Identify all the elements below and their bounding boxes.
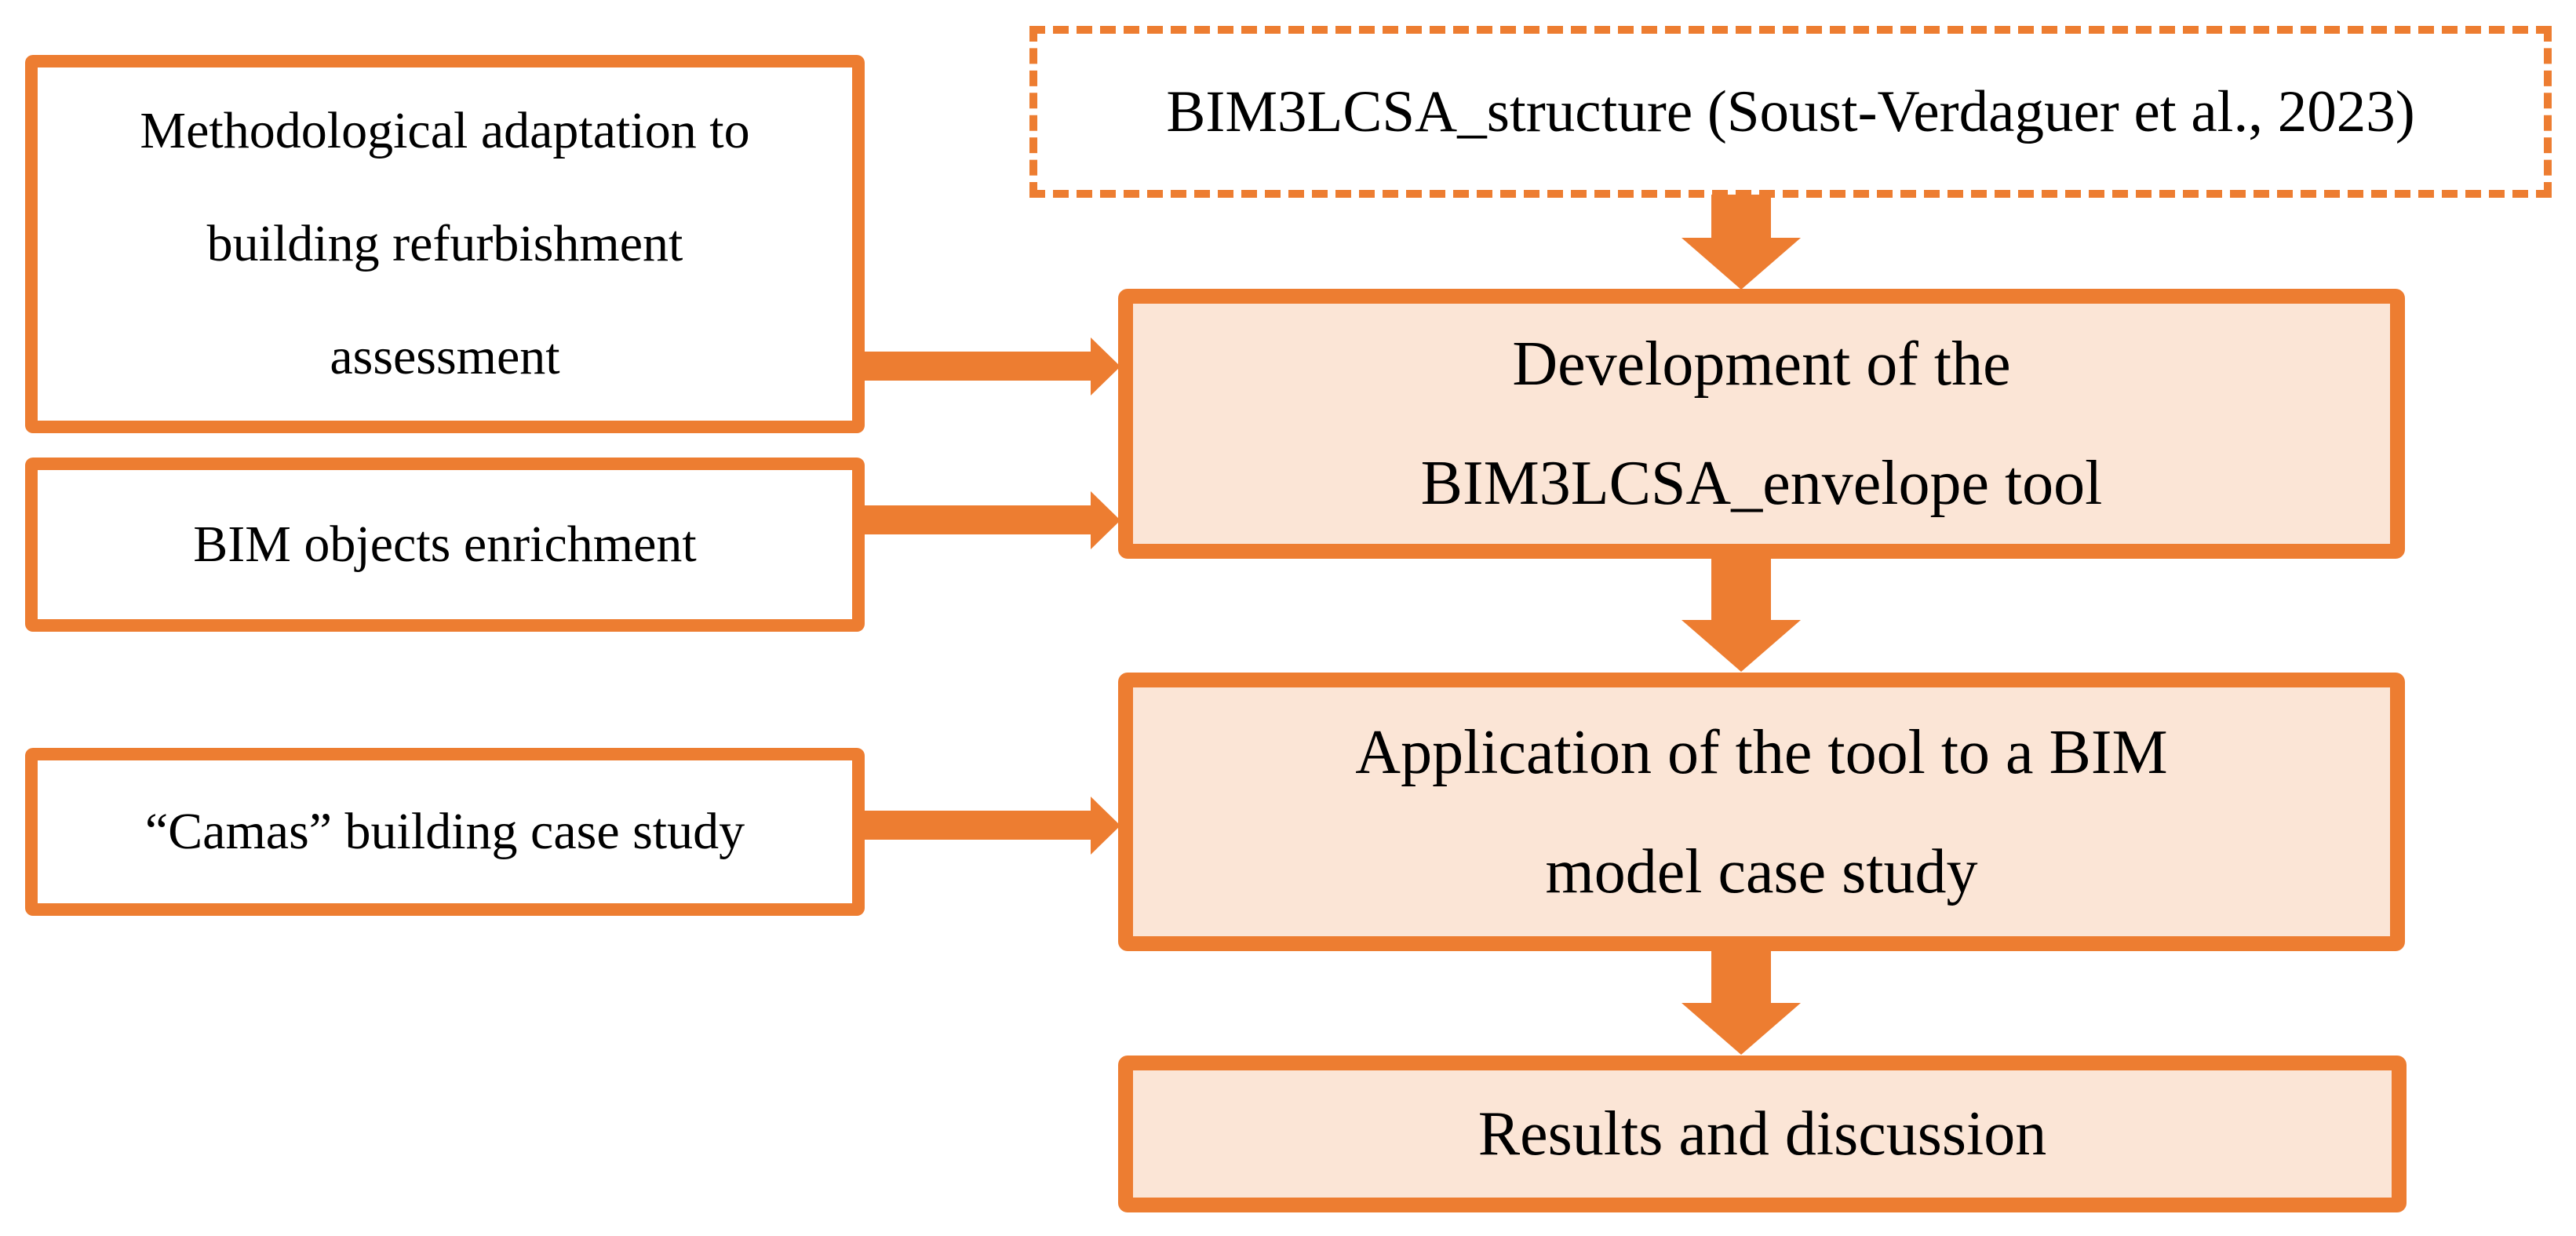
node-label-line: Development of the [1512,330,2011,399]
node-development-envelope-tool: Development of the BIM3LCSA_envelope too… [1118,289,2405,559]
node-label-line: building refurbishment [206,215,683,272]
arrow-stem [862,811,1092,840]
node-label-line: Methodological adaptation to [140,102,750,159]
arrow-head-right-icon [1091,797,1120,855]
arrow-head-right-icon [1091,491,1120,549]
node-methodological-adaptation: Methodological adaptation to building re… [25,55,865,433]
arrow-stem [1711,556,1771,622]
node-label: BIM objects enrichment [193,516,697,573]
arrow-stem [1711,948,1771,1004]
node-label: “Camas” building case study [144,803,745,860]
node-label-line: assessment [330,328,560,385]
arrow-stem [862,505,1092,534]
arrow-head-down-icon [1682,1003,1801,1055]
node-label: BIM3LCSA_structure (Soust-Verdaguer et a… [1166,78,2415,144]
node-bim-objects-enrichment: BIM objects enrichment [25,458,865,632]
arrow-head-down-icon [1682,620,1801,672]
node-label-line: BIM3LCSA_envelope tool [1420,449,2103,518]
arrow-stem [1711,195,1771,242]
node-results-discussion: Results and discussion [1118,1056,2407,1212]
node-application-case-study: Application of the tool to a BIM model c… [1118,673,2405,951]
node-label-line: model case study [1545,837,1978,906]
arrow-stem [862,352,1092,381]
node-camas-case-study: “Camas” building case study [25,748,865,916]
node-reference-bim3lcsa-structure: BIM3LCSA_structure (Soust-Verdaguer et a… [1029,26,2552,198]
node-label-line: Application of the tool to a BIM [1355,717,2168,787]
arrow-head-right-icon [1091,337,1120,396]
arrow-head-down-icon [1682,238,1801,290]
node-label: Results and discussion [1477,1099,2047,1169]
